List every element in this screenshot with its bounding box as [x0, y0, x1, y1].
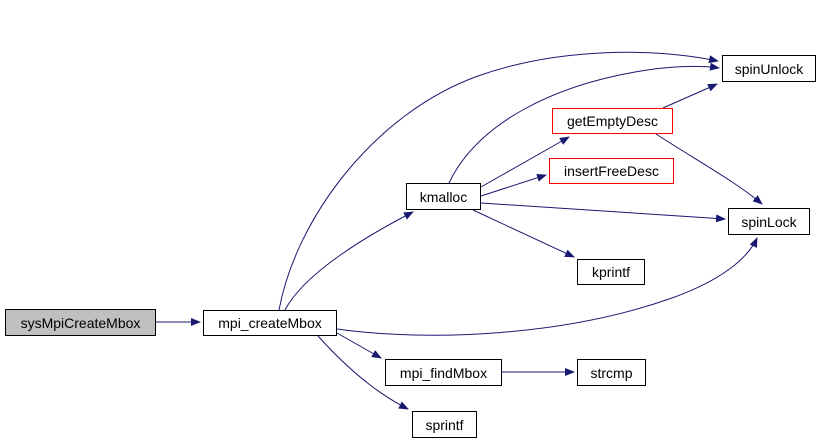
node-label: spinUnlock — [734, 60, 804, 77]
node-mpi-create-mbox[interactable]: mpi_createMbox — [203, 310, 337, 336]
node-label: mpi_createMbox — [218, 315, 322, 331]
node-sprintf[interactable]: sprintf — [412, 411, 477, 438]
node-kmalloc[interactable]: kmalloc — [406, 183, 481, 210]
edge-kmalloc-to-insert-free-desc — [480, 173, 547, 197]
node-sys-mpi-create-mbox: sysMpiCreateMbox — [5, 309, 156, 336]
edge-mpi-create-mbox-to-mpi-find-mbox — [336, 332, 382, 359]
node-label: sprintf — [425, 416, 464, 433]
node-get-empty-desc[interactable]: getEmptyDesc — [552, 108, 673, 134]
node-label: sysMpiCreateMbox — [20, 314, 141, 331]
node-mpi-find-mbox[interactable]: mpi_findMbox — [385, 359, 502, 386]
node-label: spinLock — [741, 213, 797, 230]
edge-kmalloc-to-kprintf — [472, 209, 575, 258]
edge-mpi-create-mbox-to-sprintf — [317, 335, 409, 410]
node-label: insertFreeDesc — [564, 163, 659, 179]
node-label: mpi_findMbox — [399, 364, 488, 381]
edge-kmalloc-to-spin-lock — [480, 202, 726, 223]
edge-get-empty-desc-to-spin-unlock — [662, 83, 718, 109]
node-strcmp[interactable]: strcmp — [577, 359, 646, 386]
node-spin-unlock[interactable]: spinUnlock — [722, 55, 816, 82]
edge-mpi-create-mbox-to-kmalloc — [284, 211, 414, 311]
node-spin-lock[interactable]: spinLock — [728, 208, 810, 235]
node-label: kprintf — [591, 264, 631, 280]
node-insert-free-desc[interactable]: insertFreeDesc — [549, 158, 674, 184]
node-label: strcmp — [590, 364, 633, 381]
node-label: kmalloc — [419, 188, 468, 205]
node-kprintf[interactable]: kprintf — [577, 259, 645, 285]
node-label: getEmptyDesc — [566, 113, 659, 129]
edge-get-empty-desc-to-spin-lock — [655, 133, 763, 205]
edge-kmalloc-to-spin-unlock — [448, 62, 720, 184]
edge-mpi-create-mbox-to-spin-lock — [336, 237, 758, 336]
edge-mpi-create-mbox-to-spin-unlock — [278, 51, 719, 311]
edge-kmalloc-to-get-empty-desc — [480, 136, 570, 188]
